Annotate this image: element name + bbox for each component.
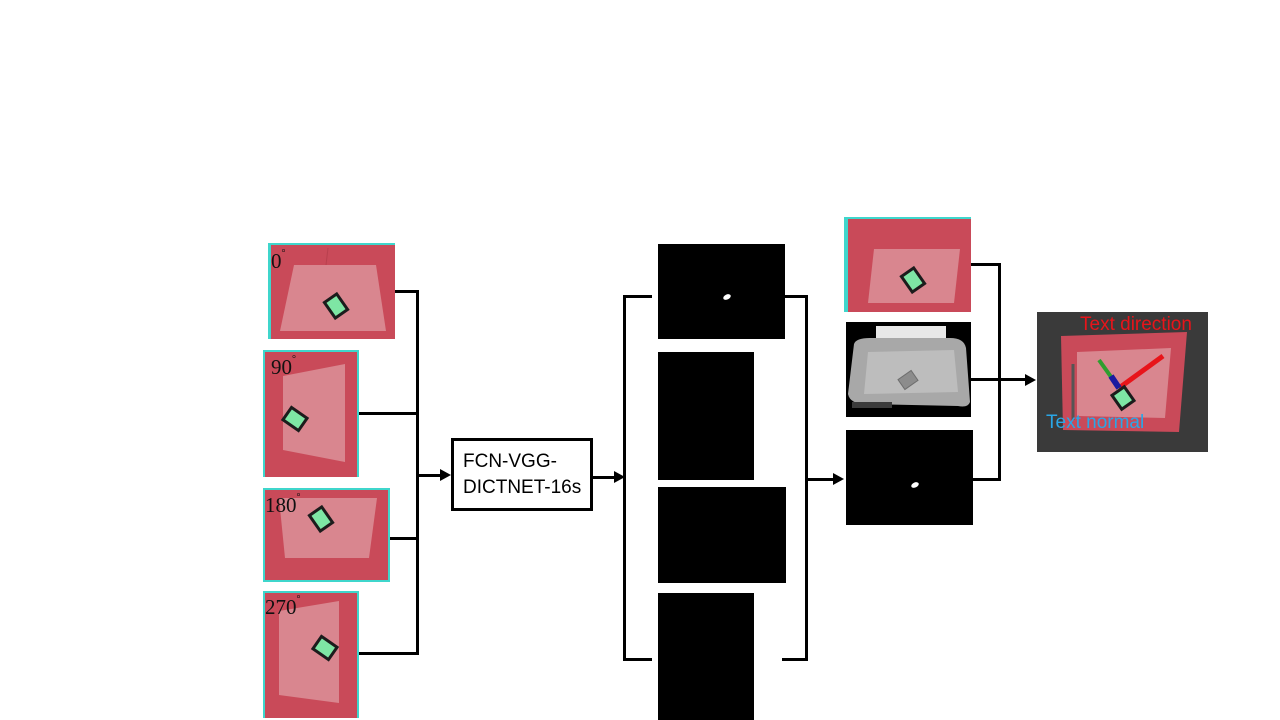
- network-label-line1: FCN-VGG-: [463, 451, 557, 472]
- rotation-label-90: 90°: [271, 354, 296, 379]
- output-pose-image: [1037, 312, 1208, 452]
- input-image-0deg: [268, 243, 395, 339]
- depth-to-output-arrow-line: [971, 378, 1025, 381]
- input-image-270deg: [263, 591, 359, 718]
- mask-bracket-left-top: [623, 295, 652, 298]
- segmentation-mask-270: [658, 593, 754, 720]
- input-bracket-vertical: [416, 290, 419, 655]
- rotation-label-0: 0°: [271, 248, 286, 273]
- rotation-label-270: 270°: [265, 594, 301, 619]
- segmentation-mask-0: [658, 244, 785, 339]
- rgb-connector: [971, 263, 1001, 266]
- fused-mask: [846, 430, 973, 525]
- input-image-180deg: [263, 488, 390, 582]
- network-to-masks-arrowhead: [614, 471, 625, 483]
- input-to-network-arrowhead: [440, 469, 451, 481]
- masks-to-fusion-arrowhead: [833, 473, 844, 485]
- fusion-bracket-vertical: [998, 263, 1001, 481]
- depth-image: [846, 322, 971, 417]
- input-connector-90: [359, 412, 419, 415]
- mask-blob-0: [723, 294, 731, 300]
- fused-mask-connector: [973, 478, 1001, 481]
- mask-bracket-right-bottom: [782, 658, 808, 661]
- segmentation-mask-180: [658, 487, 786, 583]
- mask-bracket-right-top: [785, 295, 808, 298]
- mask-bracket-left-vertical: [623, 295, 626, 661]
- text-direction-label: Text direction: [1080, 314, 1192, 335]
- fused-mask-blob: [911, 482, 919, 488]
- input-image-90deg: [263, 350, 359, 477]
- rgb-image: [844, 217, 971, 312]
- segmentation-mask-90: [658, 352, 754, 480]
- input-to-network-arrow-line: [416, 474, 442, 477]
- input-connector-270: [359, 652, 419, 655]
- network-to-masks-arrow-line: [590, 476, 616, 479]
- masks-to-fusion-arrow-line: [805, 478, 835, 481]
- mask-bracket-left-bottom: [623, 658, 652, 661]
- network-label-line2: DICTNET-16s: [463, 477, 582, 498]
- input-connector-180: [390, 537, 419, 540]
- network-box: FCN-VGG- DICTNET-16s: [451, 438, 593, 511]
- rotation-label-180: 180°: [265, 492, 301, 517]
- input-connector-0: [395, 290, 419, 293]
- text-normal-label: Text normal: [1046, 412, 1145, 433]
- depth-to-output-arrowhead: [1025, 374, 1036, 386]
